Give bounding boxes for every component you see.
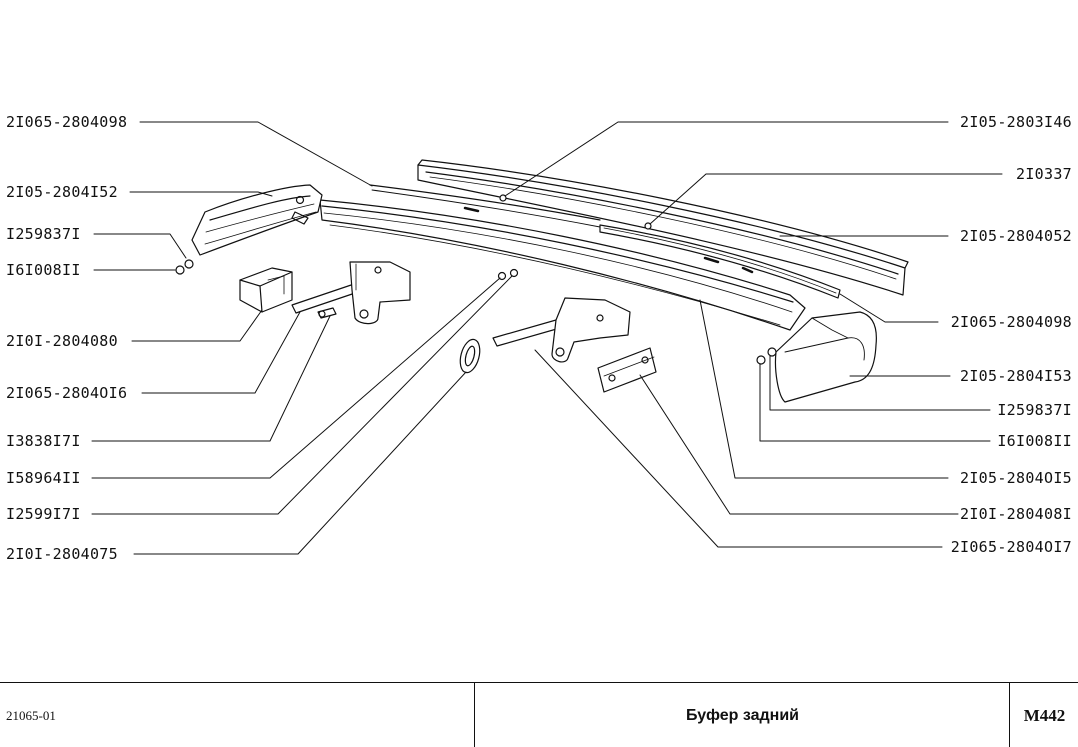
- diagram-title: Буфер задний: [474, 683, 1010, 747]
- callout-right-4: 2I065-2804098: [950, 313, 1072, 331]
- callout-left-4: I6I008II: [6, 261, 81, 279]
- callout-left-6: 2I065-2804OI6: [6, 384, 128, 402]
- callout-right-9: 2I0I-280408I: [960, 505, 1072, 523]
- callout-left-5: 2I0I-2804080: [6, 332, 118, 350]
- fasteners: [175, 194, 777, 365]
- callout-left-9: I2599I7I: [6, 505, 81, 523]
- left-leader-lines: [91, 121, 513, 555]
- oval-grommet: [459, 338, 481, 374]
- right-leader-lines: [504, 121, 1003, 548]
- callout-left-1: 2I065-2804098: [6, 113, 128, 131]
- callout-right-2: 2I0337: [1016, 165, 1072, 183]
- left-bracket: [239, 267, 293, 313]
- callout-right-7: I6I008II: [997, 432, 1072, 450]
- bumper-beam: [319, 184, 841, 331]
- callout-right-1: 2I05-2803I46: [960, 113, 1072, 131]
- callout-left-3: I259837I: [6, 225, 81, 243]
- callout-left-8: I58964II: [6, 469, 81, 487]
- callout-right-3: 2I05-2804052: [960, 227, 1072, 245]
- model-code: 21065-01: [6, 707, 56, 723]
- page-code: M442: [1009, 683, 1078, 747]
- callout-right-5: 2I05-2804I53: [960, 367, 1072, 385]
- callout-left-10: 2I0I-2804075: [6, 545, 118, 563]
- right-mounting-bracket: [492, 297, 631, 363]
- callout-left-2: 2I05-2804I52: [6, 183, 118, 201]
- right-end-cap: [774, 311, 877, 403]
- left-end-cap: [191, 184, 323, 256]
- right-small-bracket: [597, 347, 657, 393]
- callout-right-10: 2I065-2804OI7: [950, 538, 1072, 556]
- bolt: [317, 307, 337, 319]
- callout-right-8: 2I05-2804OI5: [960, 469, 1072, 487]
- callout-left-7: I3838I7I: [6, 432, 81, 450]
- callout-right-6: I259837I: [997, 401, 1072, 419]
- left-mounting-bracket: [291, 261, 411, 325]
- rear-bumper-exploded-drawing: [91, 121, 1003, 555]
- title-block: 21065-01 Буфер задний M442: [0, 682, 1078, 747]
